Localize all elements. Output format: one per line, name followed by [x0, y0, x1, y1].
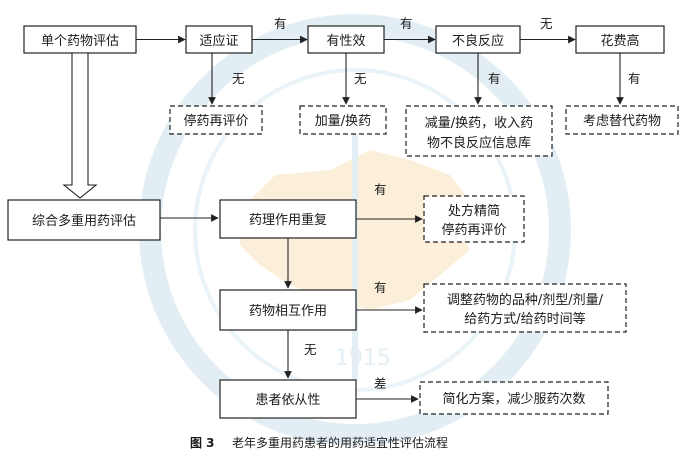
node-cost-label: 花费高 [600, 33, 639, 49]
node-adjust [423, 283, 627, 333]
edge-label-yes-6: 有 [374, 280, 387, 295]
node-adverse-label: 不良反应 [452, 33, 504, 49]
caption-number: 图 3 [190, 436, 215, 450]
node-simplify-line2: 停药再评价 [441, 222, 506, 238]
node-simplify-line1: 处方精简 [448, 203, 500, 219]
node-reduce-plan-label: 简化方案，减少服药次数 [442, 391, 585, 407]
edge-label-poor: 差 [374, 376, 387, 391]
edge-label-yes-3: 有 [488, 71, 501, 86]
node-alt-drug-label: 考虑替代药物 [583, 114, 661, 129]
edge-label-no-1: 无 [540, 16, 553, 31]
node-simplify [423, 195, 525, 243]
watermark-year: 1915 [335, 346, 391, 371]
node-dup-label: 药理作用重复 [249, 212, 327, 228]
node-stop-reeval-label: 停药再评价 [183, 113, 248, 129]
node-interact [219, 289, 357, 331]
edge-label-no-4: 无 [304, 342, 317, 357]
edge-label-yes-4: 有 [628, 71, 641, 86]
node-reduce-plan [419, 381, 609, 415]
caption-text: 老年多重用药患者的用药适宜性评估流程 [232, 435, 448, 450]
node-adjust-line2: 给药方式/给药时间等 [464, 311, 585, 327]
edge-label-no-2: 无 [232, 71, 245, 86]
node-single-eval-label: 单个药物评估 [41, 34, 119, 49]
node-add-switch [299, 105, 387, 135]
edge-label-yes-5: 有 [374, 182, 387, 197]
node-reduce-switch-line2: 物不良反应信息库 [427, 135, 531, 151]
node-add-switch-label: 加量/换药 [315, 114, 371, 129]
node-efficacy-label: 有性效 [326, 34, 365, 49]
node-indication [185, 25, 253, 54]
node-cost [575, 25, 665, 54]
node-compliance-label: 患者依从性 [255, 393, 320, 408]
node-comp-eval [7, 199, 161, 241]
node-dup [219, 199, 357, 239]
node-comp-eval-label: 综合多重用药评估 [32, 213, 136, 229]
edge-label-no-3: 无 [354, 71, 367, 86]
node-reduce-switch [405, 105, 553, 157]
edge-label-yes-1: 有 [274, 16, 287, 31]
edge-label-yes-2: 有 [400, 16, 413, 31]
node-alt-drug [565, 105, 679, 135]
node-adjust-line1: 调整药物的品种/剂型/剂量/ [447, 292, 604, 308]
hollow-arrow-down [62, 52, 98, 199]
node-interact-label: 药物相互作用 [249, 304, 327, 319]
node-stop-reeval [169, 105, 263, 135]
node-indication-label: 适应证 [199, 33, 238, 49]
node-reduce-switch-line1: 减量/换药，收入药 [425, 116, 533, 131]
